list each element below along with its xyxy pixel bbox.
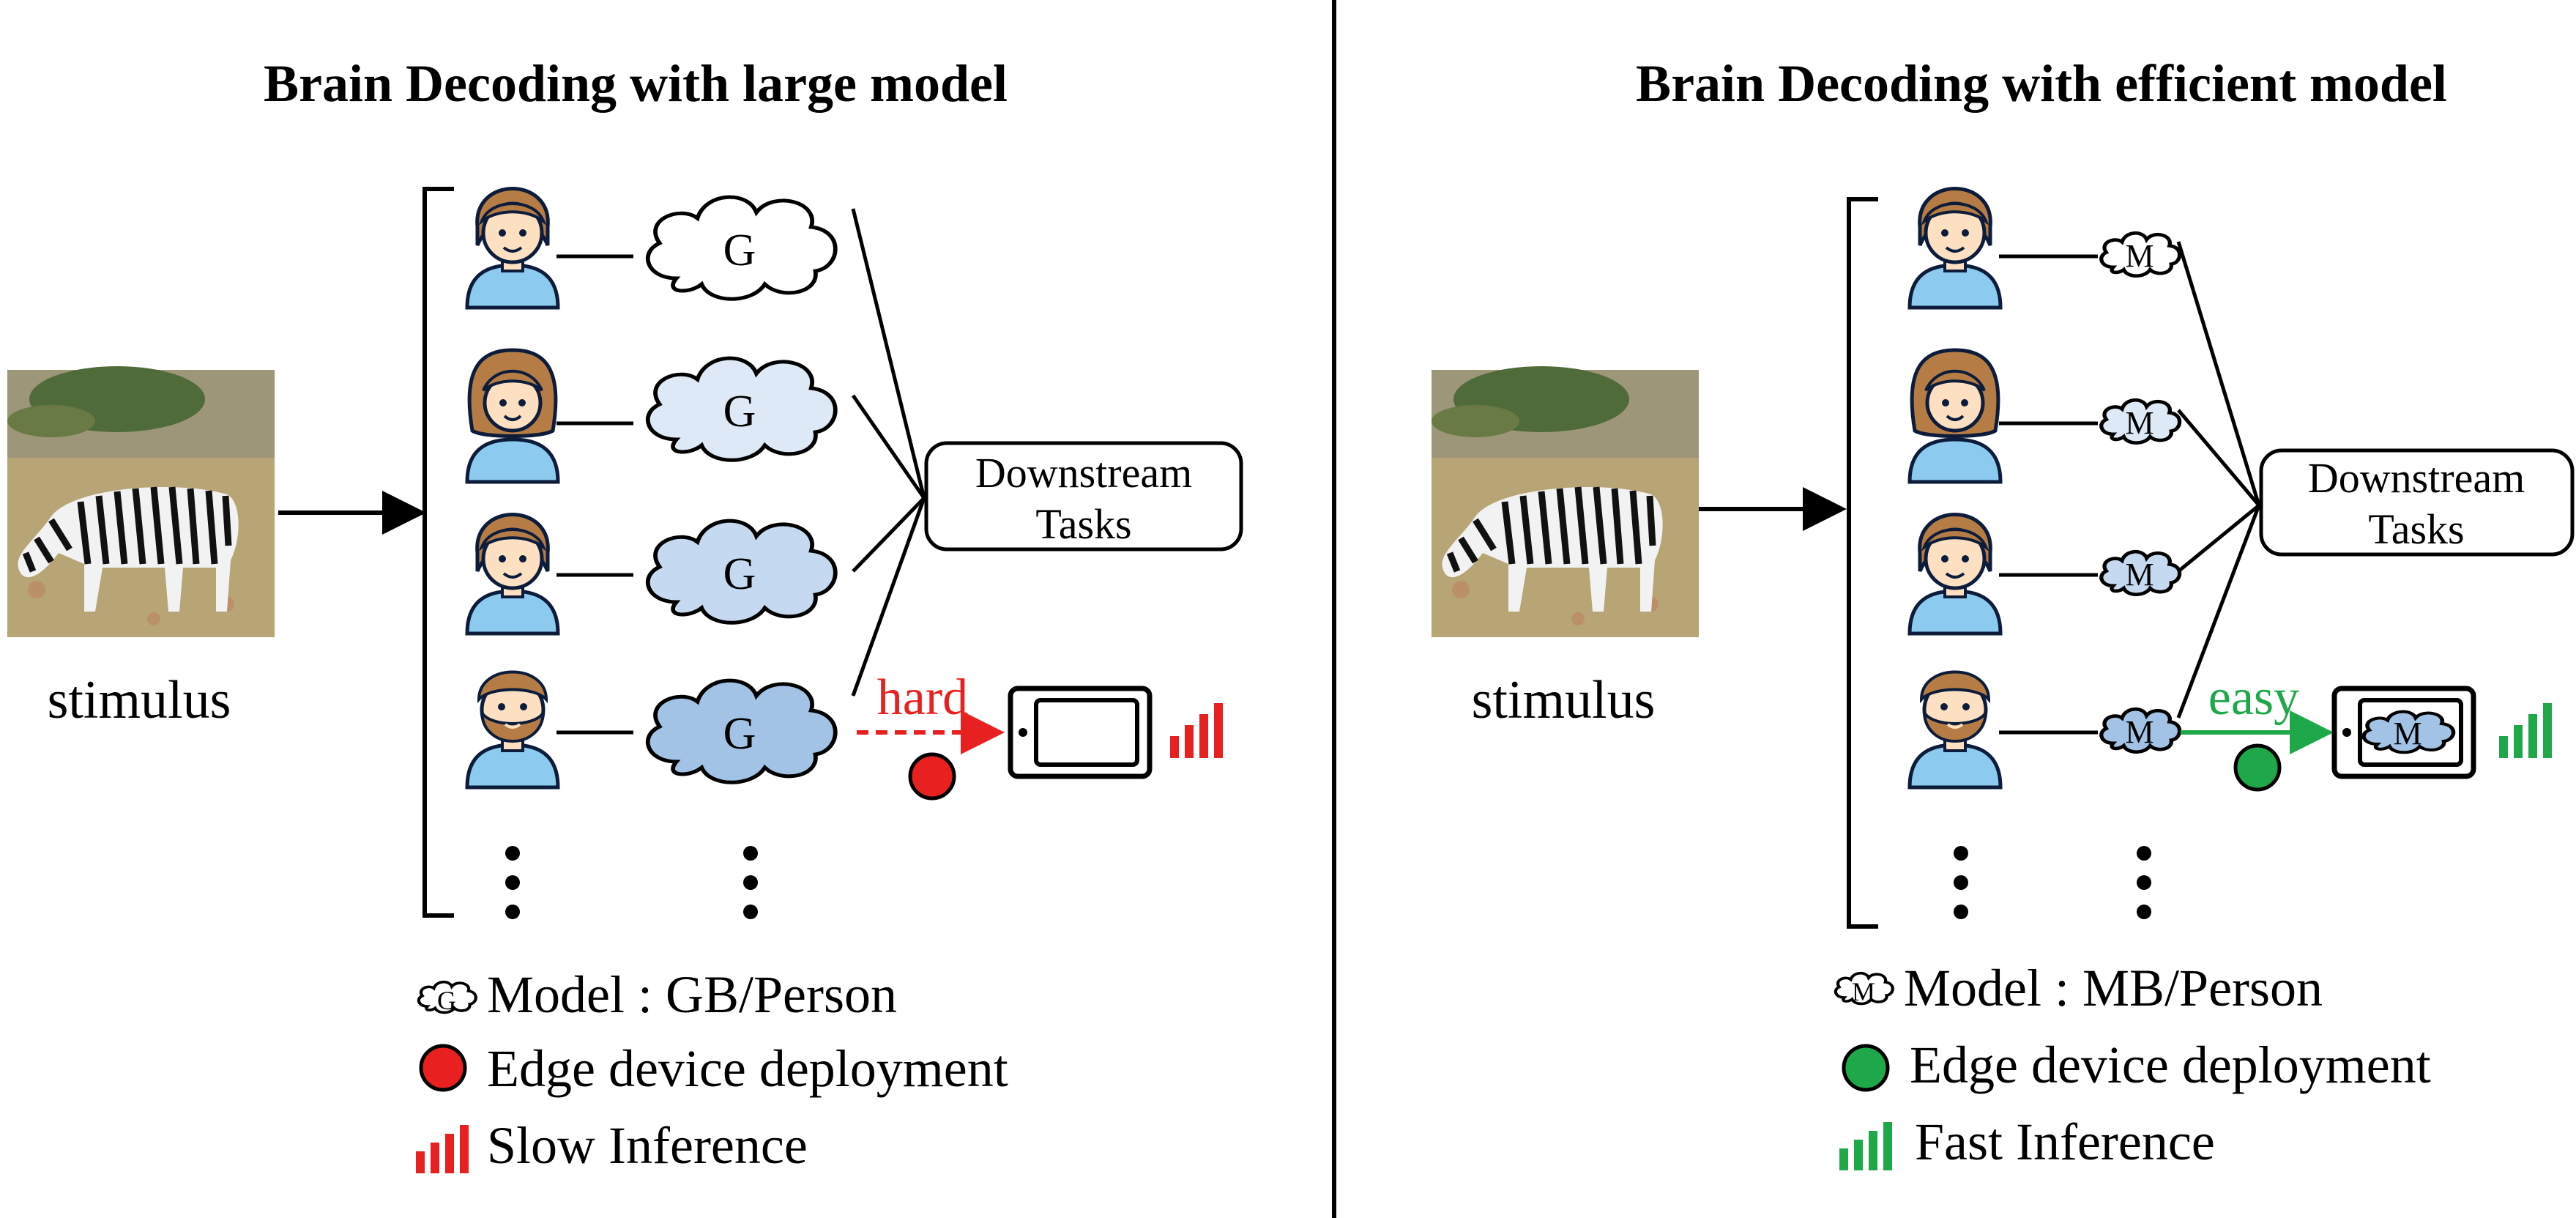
person-icon [1910, 189, 2000, 308]
stimulus-label: stimulus [48, 670, 231, 730]
stimulus-label: stimulus [1472, 670, 1656, 730]
cloud-letter: M [2125, 238, 2154, 274]
legend-inference-text: Fast Inference [1915, 1113, 2215, 1171]
legend-cloud-letter: G [437, 986, 456, 1015]
legend-cloud-letter: M [1852, 977, 1875, 1006]
cloud-model-icon: G [648, 358, 835, 460]
legend-inference-text: Slow Inference [487, 1116, 808, 1175]
person-icon [1910, 672, 2000, 788]
signal-bars-icon [2499, 703, 2552, 758]
downstream-tasks-box [2259, 448, 2575, 557]
left-panel: Brain Decoding with large model stimulus… [7, 54, 1243, 1175]
downstream-label-line1: Downstream [975, 449, 1192, 497]
legend-deploy-marker [419, 1044, 467, 1092]
cloud-model-icon: G [648, 197, 835, 299]
downstream-tasks-box [924, 441, 1243, 552]
left-title: Brain Decoding with large model [264, 54, 1008, 113]
cloud-model-icon: M [2102, 400, 2180, 442]
person-icon [467, 672, 558, 788]
phone-cloud-model-icon: M [2364, 712, 2453, 753]
cloud-letter: M [2125, 405, 2154, 441]
person-icon [467, 189, 558, 308]
subjects-bracket [422, 187, 454, 918]
legend-model-size: Model : MB/Person [1904, 959, 2323, 1017]
hard-label: hard [877, 669, 968, 726]
cloud-letter: G [723, 226, 756, 275]
person-icon [1910, 350, 2000, 482]
legend-model-size: Model : GB/Person [487, 965, 897, 1024]
zebra-stimulus-image [1432, 366, 1699, 637]
cloud-model-icon: M [2102, 709, 2180, 751]
easy-label: easy [2208, 669, 2299, 726]
cloud-letter: M [2125, 557, 2154, 593]
phone-cloud-letter: M [2393, 716, 2421, 751]
downstream-label-line2: Tasks [1035, 500, 1131, 548]
downstream-label-line1: Downstream [2308, 454, 2525, 502]
legend-signal-icon [416, 1125, 469, 1173]
cloud-model-icon: M [2102, 233, 2180, 275]
cloud-letter: G [723, 387, 756, 437]
right-panel: Brain Decoding with efficient model stim… [1432, 54, 2575, 1171]
left-legend: G Model : GB/Person Edge device deployme… [416, 965, 1008, 1175]
edge-deploy-marker-red [908, 752, 956, 801]
person-icon [467, 515, 558, 634]
person-icon [467, 350, 558, 482]
legend-deploy-text: Edge device deployment [487, 1039, 1008, 1098]
cloud-model-icon: G [648, 521, 835, 623]
edge-deploy-marker-green [2233, 743, 2282, 792]
legend-signal-icon [1839, 1122, 1892, 1170]
person-icon [1910, 515, 2000, 634]
downstream-label-line2: Tasks [2368, 505, 2464, 553]
phone-icon [1010, 688, 1150, 776]
legend-deploy-text: Edge device deployment [1910, 1036, 2431, 1094]
legend-deploy-marker [1842, 1044, 1890, 1092]
signal-bars-icon [1170, 703, 1223, 758]
zebra-stimulus-image [7, 366, 275, 637]
cloud-model-icon: G [648, 680, 835, 782]
cloud-letter: G [723, 709, 756, 759]
right-legend: M Model : MB/Person Edge device deployme… [1836, 959, 2431, 1171]
right-title: Brain Decoding with efficient model [1636, 54, 2447, 113]
cloud-model-icon: M [2102, 552, 2180, 594]
subjects-bracket [1847, 197, 1878, 929]
cloud-letter: M [2125, 714, 2154, 750]
cloud-letter: G [723, 549, 756, 599]
